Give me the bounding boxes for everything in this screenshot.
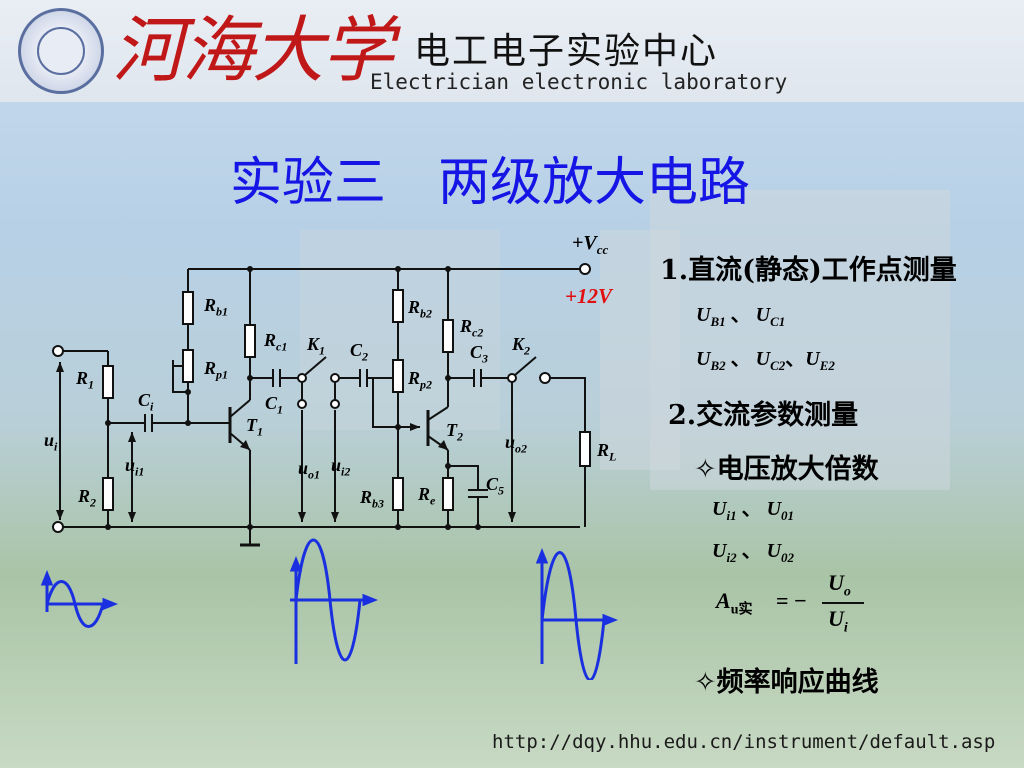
label-r2: R2 <box>78 486 97 510</box>
note-sub2: ✧频率响应曲线 <box>694 667 879 698</box>
note-sub1: ✧电压放大倍数 <box>694 454 879 485</box>
lab-name-cn: 电工电子实验中心 <box>414 31 719 72</box>
note-item2: 2.交流参数测量 <box>668 400 859 431</box>
label-rc2: Rc2 <box>460 316 484 340</box>
label-uo1: uo1 <box>298 458 321 482</box>
label-rb2: Rb2 <box>408 297 433 321</box>
supply-value: +12V <box>565 284 612 308</box>
note-sub1-line1: Ui1 、 U01 <box>712 498 795 523</box>
background-building <box>300 230 500 430</box>
label-rb1: Rb1 <box>204 295 229 319</box>
label-c3: C3 <box>470 342 489 366</box>
page-title: 实验三 两级放大电路 <box>230 153 751 213</box>
note-sub1-line2: Ui2 、 U02 <box>712 540 795 565</box>
university-name: 河海大学 <box>112 8 394 92</box>
label-c1: C1 <box>265 393 284 417</box>
note-item1-line2: UB2 、 UC2、UE2 <box>696 348 835 373</box>
gain-formula: Au实 = − Uo Ui <box>716 570 876 640</box>
sparkle-bullet-icon: ✧ <box>694 454 717 485</box>
sparkle-bullet-icon: ✧ <box>694 667 717 698</box>
university-seal-icon <box>18 8 104 94</box>
label-t2: T2 <box>446 420 463 444</box>
background-building <box>650 190 950 490</box>
label-c2: C2 <box>350 340 369 364</box>
note-item1-line1: UB1 、 UC1 <box>696 304 786 329</box>
circuit-diagram <box>40 263 619 680</box>
label-ui: ui <box>44 430 58 454</box>
footer-url: http://dqy.hhu.edu.cn/instrument/default… <box>492 731 996 753</box>
background-building <box>600 230 680 470</box>
label-rl: RL <box>597 440 617 464</box>
supply-label: +Vcc <box>572 232 609 257</box>
label-r1: R1 <box>76 368 95 392</box>
note-item1: 1.直流(静态)工作点测量 <box>660 255 957 286</box>
label-ci: Ci <box>138 390 154 414</box>
label-k2: K2 <box>512 334 531 358</box>
label-ui1: ui1 <box>125 455 145 479</box>
label-rb3: Rb3 <box>360 487 385 511</box>
label-ui2: ui2 <box>331 455 351 479</box>
lab-name-en: Electrician electronic laboratory <box>370 70 788 94</box>
label-uo2: uo2 <box>505 432 528 456</box>
header-bar: 河海大学 电工电子实验中心 Electrician electronic lab… <box>0 0 1024 102</box>
label-c5: C5 <box>486 474 505 498</box>
label-rc1: Rc1 <box>264 330 288 354</box>
label-rp2: Rp2 <box>408 368 433 392</box>
label-re: Re <box>418 484 436 508</box>
label-t1: T1 <box>246 415 263 439</box>
label-k1: K1 <box>307 334 326 358</box>
label-rp1: Rp1 <box>204 358 229 382</box>
